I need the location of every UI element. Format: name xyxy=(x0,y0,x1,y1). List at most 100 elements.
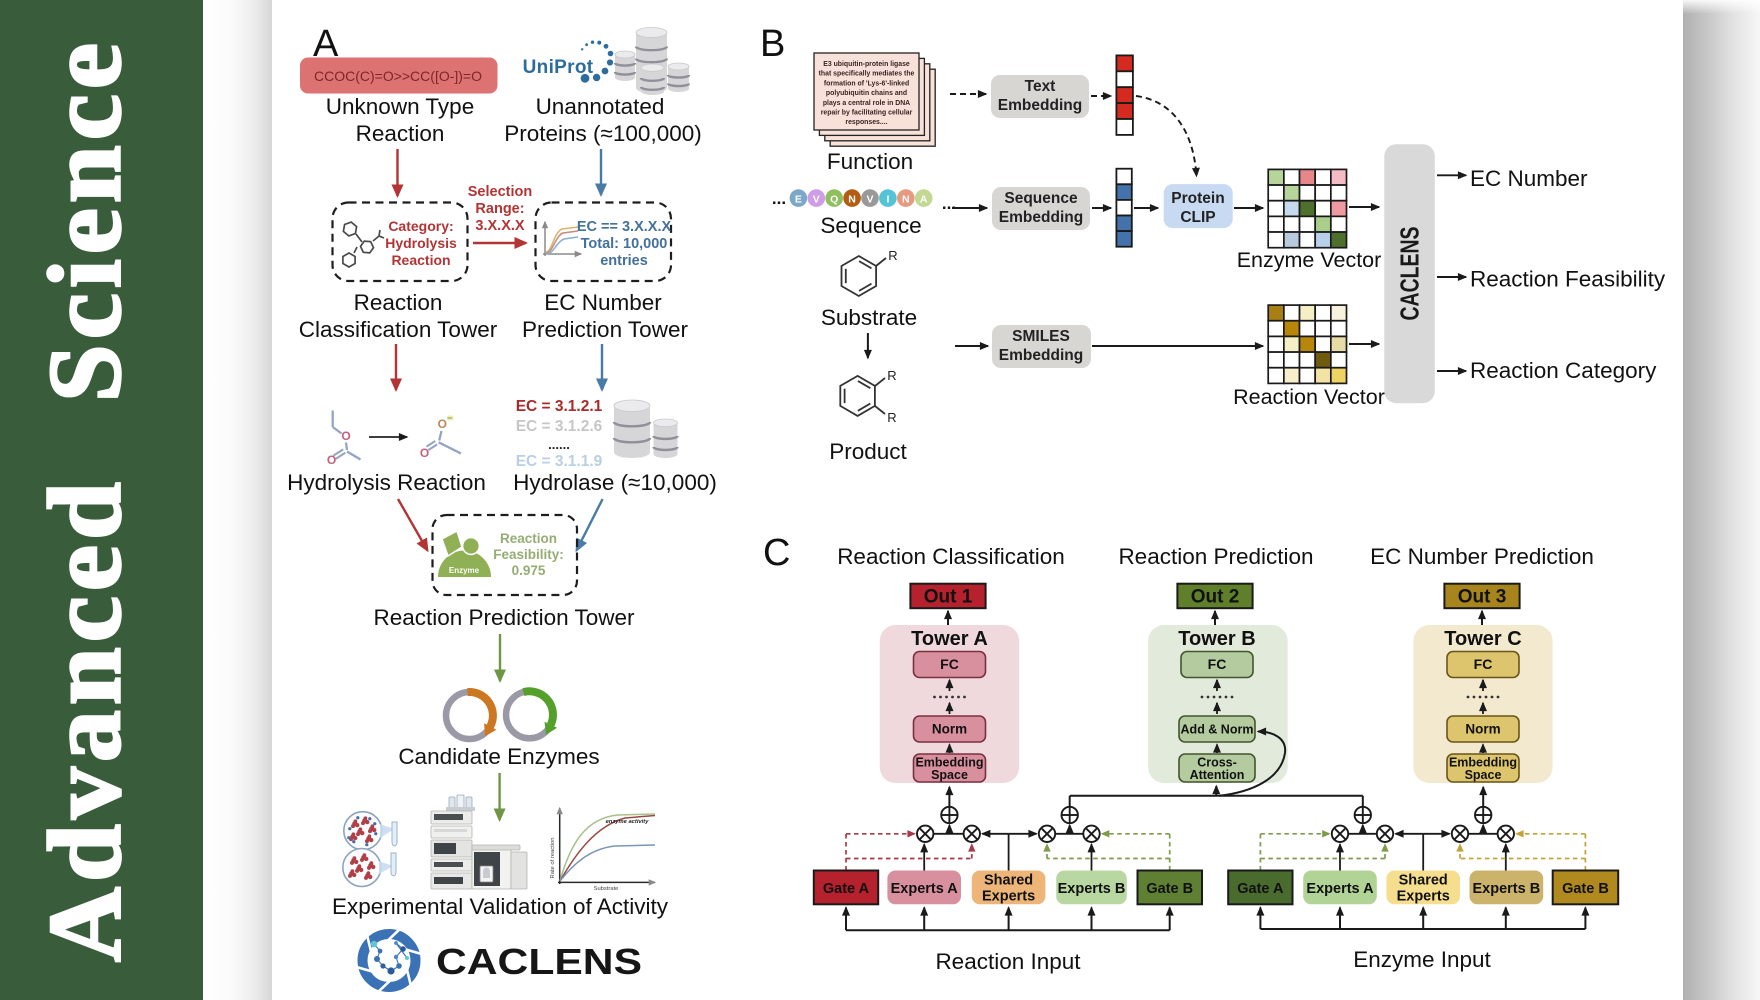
svg-text:Reaction Prediction: Reaction Prediction xyxy=(1118,544,1313,569)
svg-text:Sequence: Sequence xyxy=(820,213,921,238)
svg-text:Reaction Classification: Reaction Classification xyxy=(837,544,1065,569)
svg-text:A: A xyxy=(920,193,928,205)
svg-text:Range:: Range: xyxy=(475,201,524,217)
svg-text:Product: Product xyxy=(829,439,907,464)
svg-text:R: R xyxy=(887,410,896,425)
svg-text:Hydrolysis: Hydrolysis xyxy=(385,235,457,251)
svg-text:Reaction: Reaction xyxy=(500,531,557,546)
svg-text:Reaction Category: Reaction Category xyxy=(1470,358,1657,383)
svg-text:CACLENS: CACLENS xyxy=(436,941,642,982)
svg-text:N: N xyxy=(902,193,910,205)
svg-text:R: R xyxy=(887,368,896,383)
svg-text:polyubiquitin chains and: polyubiquitin chains and xyxy=(826,90,907,97)
svg-text:Gate A: Gate A xyxy=(1237,881,1284,897)
svg-text:entries: entries xyxy=(600,253,648,269)
svg-text:FC: FC xyxy=(1474,656,1493,672)
svg-text:Reaction Vector: Reaction Vector xyxy=(1233,385,1385,409)
svg-text:CACLENS: CACLENS xyxy=(1395,227,1425,321)
svg-text:EC Number: EC Number xyxy=(1470,166,1588,191)
svg-text:Reaction: Reaction xyxy=(354,290,443,315)
svg-text:Prediction Tower: Prediction Tower xyxy=(522,317,688,342)
svg-text:...: ... xyxy=(942,194,956,213)
svg-text:Selection: Selection xyxy=(468,184,532,200)
svg-text:Out 2: Out 2 xyxy=(1191,587,1240,608)
svg-text:Shared: Shared xyxy=(1399,873,1448,889)
svg-text:Gate B: Gate B xyxy=(1146,881,1193,897)
svg-text:Gate B: Gate B xyxy=(1562,881,1609,897)
svg-text:FC: FC xyxy=(1208,656,1227,672)
svg-text:O: O xyxy=(341,429,350,443)
svg-text:Function: Function xyxy=(827,149,913,174)
svg-text:...: ... xyxy=(772,189,786,208)
svg-text:Norm: Norm xyxy=(932,722,967,737)
svg-text:Embedding: Embedding xyxy=(999,209,1083,226)
svg-text:E: E xyxy=(795,193,802,205)
svg-text:O: O xyxy=(438,417,447,431)
svg-text:R: R xyxy=(888,248,897,263)
svg-text:Proteins (≈100,000): Proteins (≈100,000) xyxy=(504,121,701,146)
svg-text:Enzyme: Enzyme xyxy=(449,566,480,575)
svg-text:Unknown Type: Unknown Type xyxy=(326,94,474,119)
svg-text:Text: Text xyxy=(1025,78,1056,95)
svg-text:Experts: Experts xyxy=(1397,889,1450,905)
svg-text:Advanced Science: Advanced Science xyxy=(28,38,143,962)
svg-text:Reaction: Reaction xyxy=(356,121,445,146)
svg-text:N: N xyxy=(848,193,856,205)
svg-text:Feasibility:: Feasibility: xyxy=(493,547,564,562)
svg-text:V: V xyxy=(813,193,820,205)
svg-text:Embedding: Embedding xyxy=(1449,756,1517,770)
svg-text:−: − xyxy=(447,413,452,423)
svg-text:Protein: Protein xyxy=(1171,190,1224,207)
svg-text:EC = 3.1.2.6: EC = 3.1.2.6 xyxy=(516,418,603,435)
svg-text:Tower C: Tower C xyxy=(1444,628,1521,650)
svg-text:EC = 3.1.2.1: EC = 3.1.2.1 xyxy=(516,398,603,415)
svg-text:Unannotated: Unannotated xyxy=(536,94,665,119)
svg-text:Experts A: Experts A xyxy=(891,881,959,897)
svg-text:O: O xyxy=(420,446,429,460)
svg-text:Reaction: Reaction xyxy=(391,252,450,268)
svg-text:Embedding: Embedding xyxy=(999,347,1083,364)
svg-text:UniProt: UniProt xyxy=(523,57,594,78)
svg-text:Gate A: Gate A xyxy=(823,881,870,897)
svg-text:Enzyme Vector: Enzyme Vector xyxy=(1237,248,1382,272)
svg-text:Attention: Attention xyxy=(1190,768,1245,782)
svg-text:Q: Q xyxy=(830,193,838,205)
svg-text:Space: Space xyxy=(931,768,968,782)
svg-text:Tower A: Tower A xyxy=(911,628,988,650)
svg-text:B: B xyxy=(760,23,785,65)
svg-text:formation of 'Lys-6'-linked: formation of 'Lys-6'-linked xyxy=(824,80,909,87)
svg-text:Total: 10,000: Total: 10,000 xyxy=(581,236,668,252)
svg-text:Classification Tower: Classification Tower xyxy=(299,317,498,342)
svg-text:plays a central role in DNA: plays a central role in DNA xyxy=(823,100,910,107)
svg-text:3.X.X.X: 3.X.X.X xyxy=(475,218,524,234)
svg-text:Experts B: Experts B xyxy=(1472,881,1540,897)
svg-text:......: ...... xyxy=(548,437,570,452)
svg-text:Enzyme Input: Enzyme Input xyxy=(1353,947,1491,972)
svg-text:responses....: responses.... xyxy=(845,119,887,126)
svg-text:Hydrolysis Reaction: Hydrolysis Reaction xyxy=(287,470,486,495)
svg-text:Experts B: Experts B xyxy=(1058,881,1126,897)
svg-text:SMILES: SMILES xyxy=(1012,328,1070,345)
svg-text:Sequence: Sequence xyxy=(1004,190,1078,207)
svg-text:Experimental Validation of Act: Experimental Validation of Activity xyxy=(332,894,669,919)
svg-text:C: C xyxy=(763,532,790,574)
svg-text:Cross-: Cross- xyxy=(1197,756,1237,770)
svg-text:Hydrolase (≈10,000): Hydrolase (≈10,000) xyxy=(513,470,717,495)
svg-text:repair by facilitating cellula: repair by facilitating cellular xyxy=(821,110,913,117)
svg-text:Experts A: Experts A xyxy=(1306,881,1374,897)
svg-text:E3 ubiquitin-protein ligase: E3 ubiquitin-protein ligase xyxy=(823,61,910,68)
svg-text:Out 1: Out 1 xyxy=(924,587,973,608)
svg-text:Reaction Input: Reaction Input xyxy=(935,949,1081,974)
svg-text:V: V xyxy=(866,193,873,205)
svg-text:EC Number: EC Number xyxy=(544,290,662,315)
svg-text:Rate of reaction: Rate of reaction xyxy=(550,838,556,879)
svg-text:FC: FC xyxy=(940,656,959,672)
svg-text:EC == 3.X.X.X: EC == 3.X.X.X xyxy=(577,219,672,235)
svg-text:Reaction Feasibility: Reaction Feasibility xyxy=(1470,267,1666,292)
svg-text:0.975: 0.975 xyxy=(512,563,546,578)
svg-text:EC Number Prediction: EC Number Prediction xyxy=(1370,544,1594,569)
svg-text:Shared: Shared xyxy=(984,873,1033,889)
svg-text:Tower B: Tower B xyxy=(1178,628,1255,650)
svg-text:CCOC(C)=O>>CC([O-])=O: CCOC(C)=O>>CC([O-])=O xyxy=(314,68,482,84)
svg-text:Add & Norm: Add & Norm xyxy=(1181,723,1254,737)
